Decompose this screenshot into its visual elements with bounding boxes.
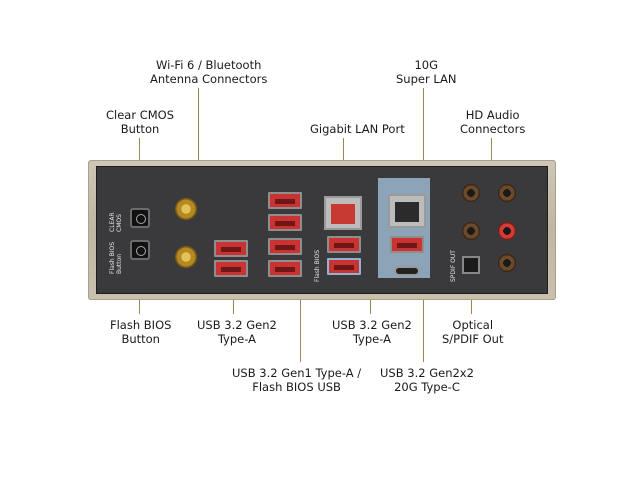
gigabit-lan-port[interactable] xyxy=(324,196,362,230)
audio-jack-3[interactable] xyxy=(498,184,516,202)
leader-wifi xyxy=(198,88,199,178)
flash-bios-port-text: Flash BIOS xyxy=(314,249,321,282)
usb-gen1-port-2[interactable] xyxy=(268,214,302,231)
flash-bios-button[interactable] xyxy=(130,240,150,260)
optical-spdif-port[interactable] xyxy=(462,256,480,274)
usb-gen1-port-4[interactable] xyxy=(268,260,302,277)
usb-flash-bios-port[interactable] xyxy=(327,258,361,275)
usb-gen1-port-3[interactable] xyxy=(268,238,302,255)
usb-gen1-port-5[interactable] xyxy=(327,236,361,253)
leader-usb-gen2x2 xyxy=(423,284,424,362)
audio-jack-2[interactable] xyxy=(462,222,480,240)
protective-film xyxy=(378,178,430,278)
usb-gen1-port-1[interactable] xyxy=(268,192,302,209)
usb-gen2-port-2[interactable] xyxy=(214,260,248,277)
lan-10g-port[interactable] xyxy=(388,194,426,228)
usb-gen2-port-1[interactable] xyxy=(214,240,248,257)
spdif-text: SPDIF OUT xyxy=(450,250,457,282)
wifi-antenna-connector-2[interactable] xyxy=(175,246,197,268)
leader-usb-gen1-v xyxy=(300,288,301,362)
usb-type-c-port[interactable] xyxy=(394,266,420,276)
leader-10g xyxy=(423,88,424,182)
usb-gen2-port-3[interactable] xyxy=(390,236,424,253)
io-shield-panel xyxy=(96,166,548,294)
clear-cmos-button[interactable] xyxy=(130,208,150,228)
usb-gen1-label: USB 3.2 Gen1 Type-A /Flash BIOS USB xyxy=(232,366,362,394)
audio-jack-4[interactable] xyxy=(498,222,516,240)
audio-jack-1[interactable] xyxy=(462,184,480,202)
audio-jack-5[interactable] xyxy=(498,254,516,272)
gigabit-lan-label: Gigabit LAN Port xyxy=(310,122,405,136)
wifi-antenna-connector-1[interactable] xyxy=(175,198,197,220)
leader-hd-audio xyxy=(491,138,492,178)
